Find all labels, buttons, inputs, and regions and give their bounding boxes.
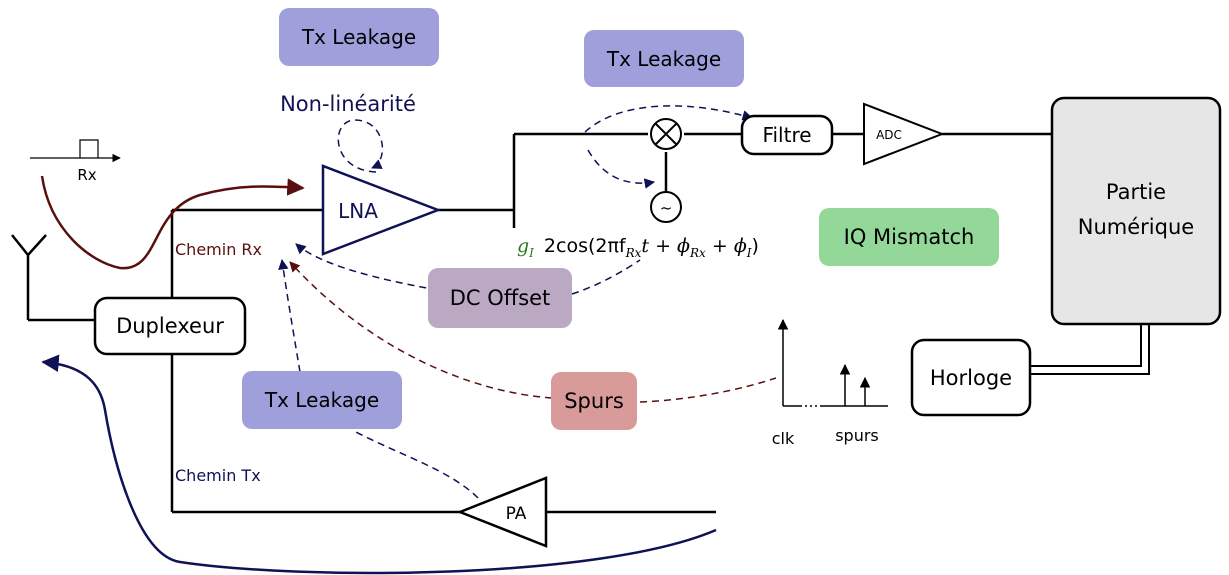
tx-leakage-bottom-badge: [242, 371, 402, 429]
adc-label: ADC: [876, 128, 902, 142]
lo-part3: + ϕ: [706, 235, 747, 257]
clock-spectrum: [777, 318, 888, 407]
chemin-rx-label: Chemin Rx: [175, 240, 262, 259]
horloge-block[interactable]: [910, 338, 1032, 417]
clk-label: clk: [772, 429, 795, 448]
dc-offset-label: DC Offset: [450, 286, 551, 310]
filtre-block[interactable]: [740, 114, 834, 156]
wires: [11, 132, 1150, 514]
pa-amplifier[interactable]: [456, 476, 548, 548]
dc-offset-badge: [428, 268, 572, 328]
spurs-badge-label: Spurs: [564, 389, 624, 413]
lo-sub3: I: [746, 246, 752, 260]
tx-leakage-top-label: Tx Leakage: [301, 25, 416, 49]
nonlin-label: Non-linéarité: [280, 92, 416, 116]
lo-part2: t + ϕ: [641, 235, 690, 257]
tx-signal-arrow: [41, 354, 717, 575]
duplexeur-label: Duplexeur: [116, 314, 224, 338]
oscillator-symbol: ~: [660, 199, 673, 217]
lo-part1: 2cos(2πf: [544, 235, 627, 257]
filtre-label: Filtre: [762, 123, 811, 147]
lna-amplifier[interactable]: [321, 164, 442, 256]
pa-label: PA: [506, 504, 527, 524]
tx-leakage-bottom-label: Tx Leakage: [264, 388, 379, 412]
rx-signal-arrow: [40, 175, 305, 270]
mixer-icon[interactable]: [650, 118, 682, 150]
gain-subscript: I: [528, 246, 534, 260]
iq-mismatch-label: IQ Mismatch: [844, 225, 975, 249]
tx-leakage-mixer-badge: [584, 30, 744, 87]
lo-sub1: Rx: [625, 246, 642, 260]
lo-close: ): [752, 235, 759, 257]
adc-block[interactable]: [863, 102, 945, 166]
antenna-icon: [11, 234, 47, 320]
oscillator-icon[interactable]: [650, 191, 682, 223]
rx-pulse-icon: [30, 139, 121, 163]
partie-label-line1: Partie: [1106, 180, 1166, 204]
lna-label: LNA: [338, 199, 378, 223]
partie-label-line2: Numérique: [1078, 215, 1194, 239]
horloge-label: Horloge: [930, 366, 1012, 390]
tx-leakage-top-badge: [279, 8, 439, 66]
impairment-arrows: [278, 105, 777, 499]
partie-numerique-block[interactable]: [1050, 96, 1222, 326]
spurs-spectrum-label: spurs: [835, 426, 879, 445]
iq-mismatch-badge: [819, 208, 999, 266]
rx-pulse-label: Rx: [77, 166, 96, 184]
spurs-badge: [551, 372, 637, 430]
chemin-tx-label: Chemin Tx: [175, 466, 261, 485]
lo-sub2: Rx: [689, 246, 706, 260]
duplexeur-block[interactable]: [93, 296, 247, 356]
tx-leakage-mixer-label: Tx Leakage: [606, 47, 721, 71]
gain-symbol: g: [517, 235, 529, 257]
